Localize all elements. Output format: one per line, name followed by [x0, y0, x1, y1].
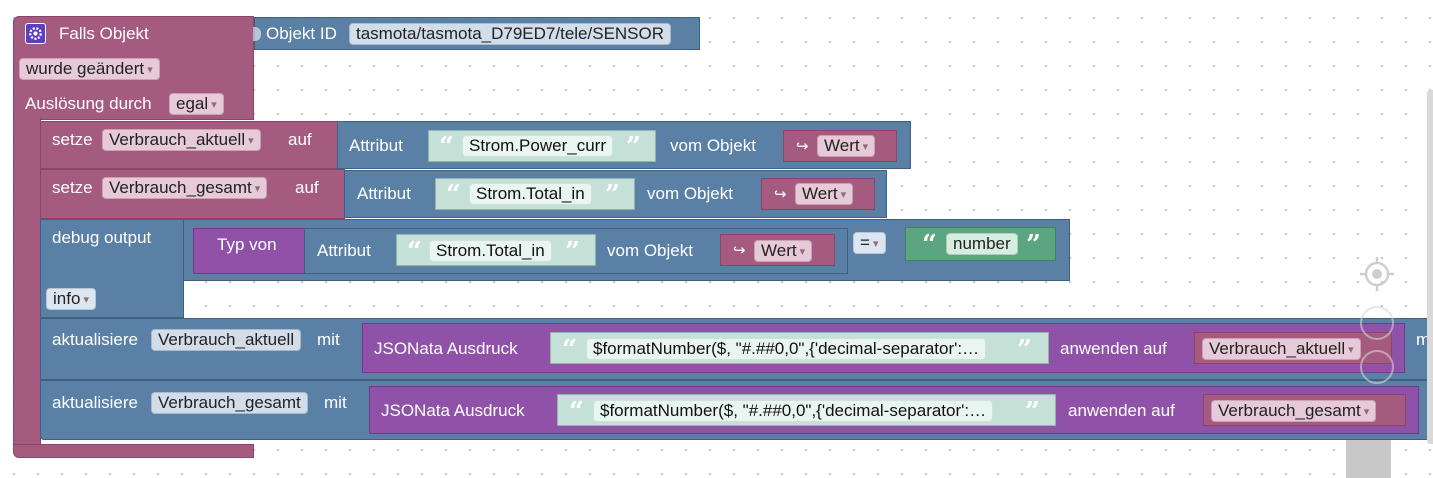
apply-label: anwenden auf: [1060, 339, 1167, 358]
object-id-label: Objekt ID: [266, 24, 337, 43]
event-dropdown[interactable]: wurde geändert: [19, 58, 160, 80]
attribute-label: Attribut: [349, 136, 403, 155]
attribute-string-total[interactable]: Strom.Total_in: [469, 183, 592, 205]
update-total-mit: mit: [324, 393, 347, 412]
target-dropdown-current[interactable]: Verbrauch_aktuell: [1202, 338, 1361, 360]
zoom-out-icon[interactable]: [1360, 350, 1394, 384]
attribute-string-power[interactable]: Strom.Power_curr: [462, 135, 613, 157]
gear-icon[interactable]: [25, 23, 46, 44]
recenter-icon[interactable]: [1360, 257, 1394, 291]
attribute-label: Attribut: [317, 241, 371, 260]
from-object-label: vom Objekt: [647, 184, 733, 203]
apply-label: anwenden auf: [1068, 401, 1175, 420]
set-current-label: setze: [52, 130, 93, 149]
overflow-text: m: [1416, 330, 1431, 349]
set-total-auf: auf: [295, 178, 319, 197]
quote-close-icon: ”: [1017, 335, 1032, 365]
from-object-label: vom Objekt: [670, 136, 756, 155]
quote-close-icon: ”: [1026, 230, 1041, 260]
workspace-edge: [1427, 90, 1433, 444]
source-dropdown[interactable]: egal: [169, 93, 224, 115]
expression-field-total[interactable]: $formatNumber($, "#.##0,0",{'decimal-sep…: [593, 400, 994, 422]
trigger-title: Falls Objekt: [59, 24, 149, 43]
quote-close-icon: ”: [1025, 397, 1040, 427]
compare-string[interactable]: number: [946, 233, 1018, 255]
trigger-source-label: Auslösung durch: [25, 94, 152, 113]
quote-open-icon: “: [922, 230, 937, 260]
typeof-block[interactable]: [193, 228, 305, 274]
update-total-label: aktualisiere: [52, 393, 138, 412]
quote-open-icon: “: [562, 335, 577, 365]
update-current-label: aktualisiere: [52, 330, 138, 349]
jsonata-label: JSONata Ausdruck: [374, 339, 518, 358]
operator-dropdown[interactable]: =: [853, 232, 886, 254]
return-arrow-icon: ↪: [774, 186, 787, 203]
set-current-var-dropdown[interactable]: Verbrauch_aktuell: [102, 129, 261, 151]
set-current-auf: auf: [288, 130, 312, 149]
update-current-mit: mit: [317, 330, 340, 349]
jsonata-label: JSONata Ausdruck: [381, 401, 525, 420]
value-dropdown-total[interactable]: Wert: [795, 183, 854, 205]
quote-close-icon: ”: [605, 180, 620, 210]
return-arrow-icon: ↪: [796, 138, 809, 155]
from-object-label: vom Objekt: [607, 241, 693, 260]
quote-open-icon: “: [446, 180, 461, 210]
attribute-string-debug[interactable]: Strom.Total_in: [429, 240, 552, 262]
value-dropdown-current[interactable]: Wert: [817, 135, 876, 157]
set-total-label: setze: [52, 178, 93, 197]
debug-output-label: debug output: [52, 228, 152, 247]
update-total-var[interactable]: Verbrauch_gesamt: [151, 392, 308, 414]
trash-icon[interactable]: [1346, 440, 1391, 478]
quote-open-icon: “: [407, 237, 422, 267]
quote-open-icon: “: [569, 397, 584, 427]
quote-open-icon: “: [439, 132, 454, 162]
expression-field-current[interactable]: $formatNumber($, "#.##0,0",{'decimal-sep…: [586, 338, 987, 360]
value-dropdown-debug[interactable]: Wert: [754, 240, 813, 262]
object-id-field[interactable]: tasmota/tasmota_D79ED7/tele/SENSOR: [349, 23, 672, 45]
attribute-label: Attribut: [357, 184, 411, 203]
set-total-var-dropdown[interactable]: Verbrauch_gesamt: [102, 177, 268, 199]
target-dropdown-total[interactable]: Verbrauch_gesamt: [1211, 400, 1377, 422]
update-current-var[interactable]: Verbrauch_aktuell: [151, 329, 302, 351]
typeof-label: Typ von: [217, 235, 277, 254]
debug-level-dropdown[interactable]: info: [46, 288, 96, 310]
zoom-in-icon[interactable]: [1360, 306, 1394, 340]
trigger-block-spine: [13, 118, 41, 446]
quote-close-icon: ”: [565, 237, 580, 267]
quote-close-icon: ”: [626, 132, 641, 162]
trigger-block-footer: [13, 444, 254, 458]
return-arrow-icon: ↪: [733, 242, 746, 259]
